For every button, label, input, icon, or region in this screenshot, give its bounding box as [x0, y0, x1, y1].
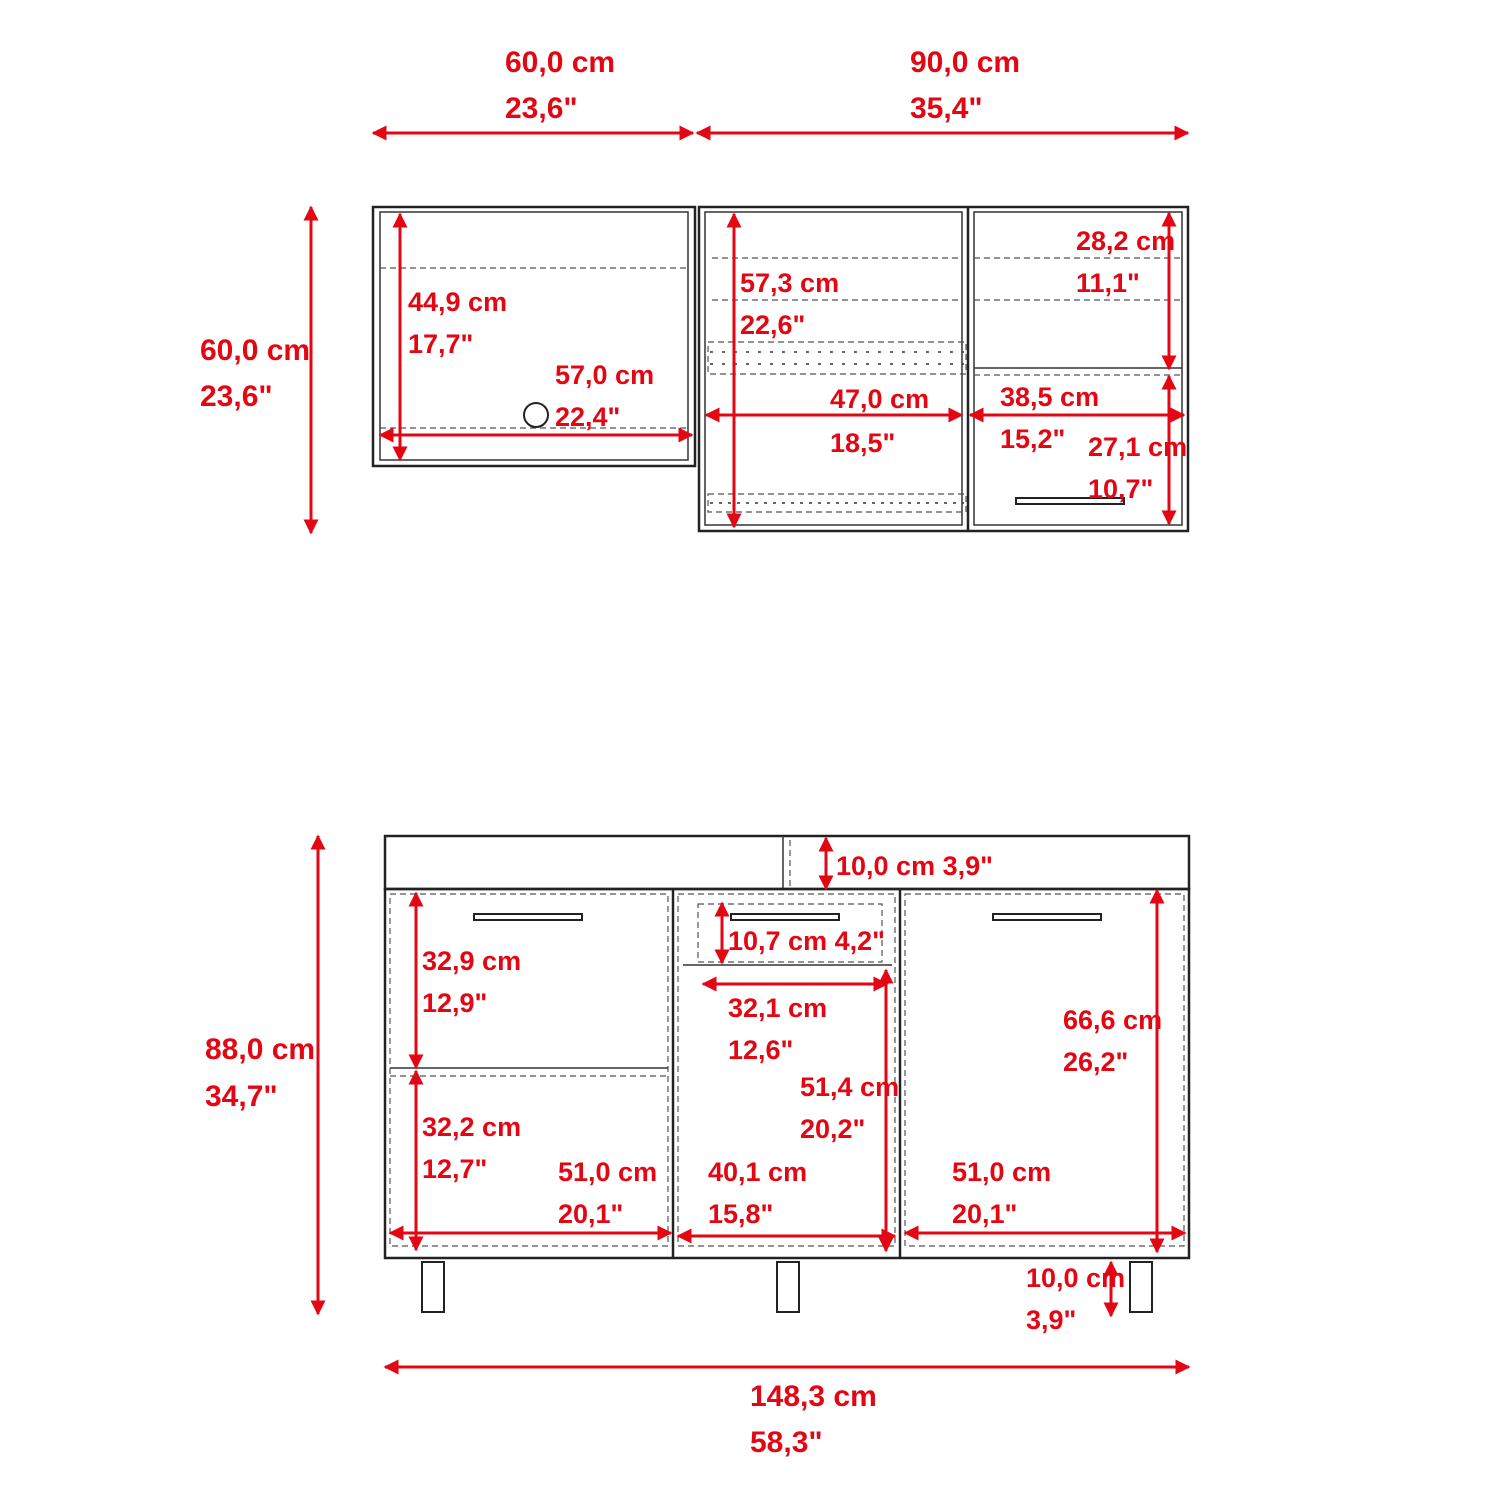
top-depth-in: 23,6" — [200, 380, 273, 413]
leg-right — [1129, 1261, 1153, 1313]
top-left-width-in: 23,6" — [505, 92, 578, 125]
total-width-in: 58,3" — [750, 1426, 823, 1459]
right-lower-depth-in: 10,7" — [1088, 474, 1153, 504]
left-upper-in: 12,9" — [422, 988, 487, 1018]
top-left-width-cm: 60,0 cm — [505, 46, 615, 79]
center-depth-cm: 57,3 cm — [740, 268, 839, 298]
left-door-handle — [473, 913, 583, 921]
right-inner-width-cm: 38,5 cm — [1000, 382, 1099, 412]
center-inner-width-cm: 32,1 cm — [728, 993, 827, 1023]
left-inner-depth-in: 17,7" — [408, 329, 473, 359]
leg-height-cm: 10,0 cm — [1026, 1263, 1125, 1293]
drawer-handle — [730, 913, 840, 921]
left-width-in: 20,1" — [558, 1199, 623, 1229]
total-width-cm: 148,3 cm — [750, 1380, 877, 1413]
left-inner-depth-cm: 44,9 cm — [408, 287, 507, 317]
cable-hole-icon — [523, 402, 549, 428]
top-right-width-cm: 90,0 cm — [910, 46, 1020, 79]
right-height-cm: 66,6 cm — [1063, 1005, 1162, 1035]
left-upper-cm: 32,9 cm — [422, 946, 521, 976]
top-view: 60,0 cm 23,6" 90,0 cm 35,4" 60,0 cm 23,6… — [200, 46, 1190, 535]
right-upper-depth-in: 11,1" — [1076, 268, 1140, 298]
left-lower-in: 12,7" — [422, 1154, 487, 1184]
right-door-handle — [992, 913, 1102, 921]
center-width-cm: 47,0 cm — [830, 384, 929, 414]
center-depth-in: 22,6" — [740, 310, 805, 340]
left-width-cm: 51,0 cm — [558, 1157, 657, 1187]
top-depth-cm: 60,0 cm — [200, 334, 310, 367]
left-inner-width-in: 22,4" — [555, 402, 620, 432]
front-height-in: 34,7" — [205, 1080, 278, 1113]
left-inner-width-cm: 57,0 cm — [555, 360, 654, 390]
leg-left — [421, 1261, 445, 1313]
top-height-label: 10,0 cm 3,9" — [836, 851, 993, 881]
right-width-cm: 51,0 cm — [952, 1157, 1051, 1187]
right-height-in: 26,2" — [1063, 1047, 1128, 1077]
right-lower-depth-cm: 27,1 cm — [1088, 432, 1187, 462]
center-width-cm-front: 40,1 cm — [708, 1157, 807, 1187]
center-height-in: 20,2" — [800, 1114, 865, 1144]
leg-center — [776, 1261, 800, 1313]
center-inner-width-in: 12,6" — [728, 1035, 793, 1065]
front-view: 88,0 cm 34,7" 10,0 cm 3,9" 32,9 cm 12,9"… — [205, 834, 1191, 1459]
shelf-handle — [1015, 497, 1125, 505]
center-height-cm: 51,4 cm — [800, 1072, 899, 1102]
rail-top-view — [707, 341, 967, 513]
center-width-in-front: 15,8" — [708, 1199, 773, 1229]
top-right-width-in: 35,4" — [910, 92, 983, 125]
right-inner-width-in: 15,2" — [1000, 424, 1065, 454]
front-height-cm: 88,0 cm — [205, 1033, 315, 1066]
right-width-in: 20,1" — [952, 1199, 1017, 1229]
drawer-height-label: 10,7 cm 4,2" — [728, 926, 885, 956]
right-upper-depth-cm: 28,2 cm — [1076, 226, 1175, 256]
left-lower-cm: 32,2 cm — [422, 1112, 521, 1142]
center-width-in: 18,5" — [830, 428, 895, 458]
leg-height-in: 3,9" — [1026, 1305, 1076, 1335]
